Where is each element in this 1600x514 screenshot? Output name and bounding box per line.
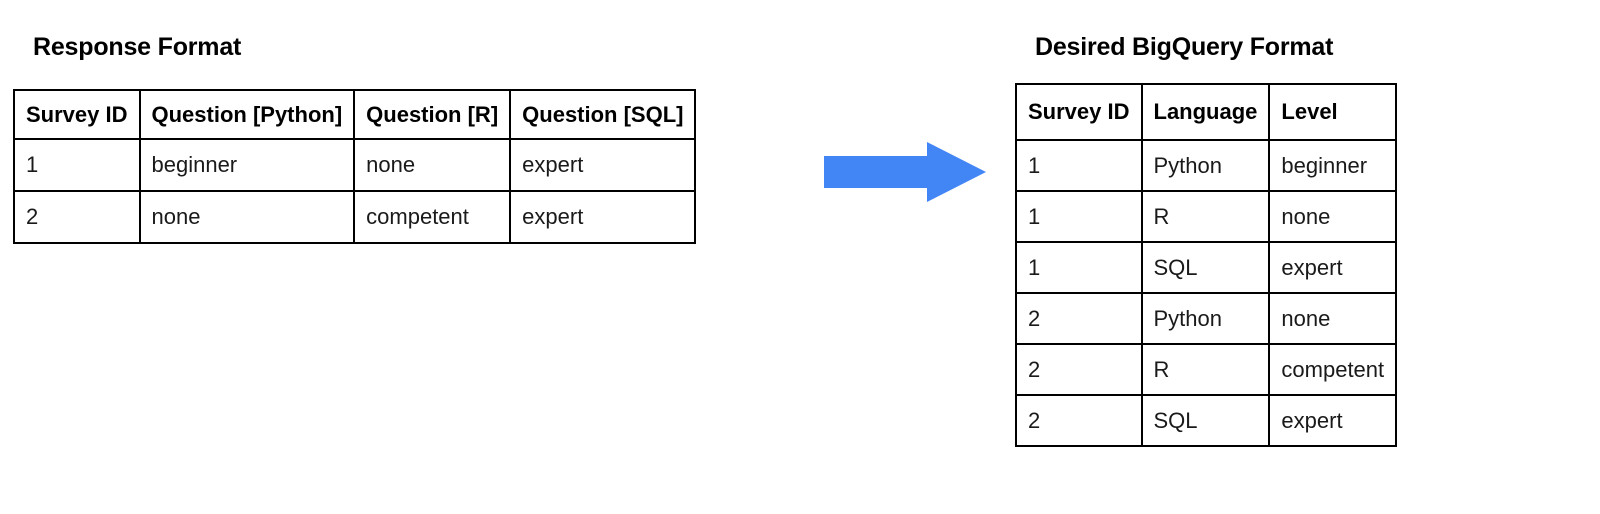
bigquery-table-cell: SQL [1140, 394, 1271, 447]
bigquery-table-cell: expert [1268, 241, 1398, 294]
bigquery-table-column-header: Language [1140, 83, 1271, 141]
response-table-cell: competent [353, 190, 512, 244]
response-table-column-header: Question [Python] [138, 89, 356, 140]
bigquery-table-column-header: Survey ID [1015, 83, 1143, 141]
response-table-cell: beginner [138, 138, 356, 192]
right-arrow-svg [824, 142, 986, 202]
bigquery-table-cell: R [1140, 343, 1271, 396]
response-table-column-header: Question [SQL] [509, 89, 697, 140]
bigquery-table-cell: 2 [1015, 292, 1143, 345]
right-arrow-shape [824, 142, 986, 202]
bigquery-table-cell: 1 [1015, 190, 1143, 243]
response-table-cell: 2 [13, 190, 141, 244]
response-table-cell: expert [509, 138, 697, 192]
response-table-cell: expert [509, 190, 697, 244]
response-table-column-header: Survey ID [13, 89, 141, 140]
bigquery-table-cell: none [1268, 190, 1398, 243]
bigquery-table-cell: 1 [1015, 241, 1143, 294]
response-format-title: Response Format [33, 33, 242, 61]
response-table-column-header: Question [R] [353, 89, 512, 140]
bigquery-table-cell: Python [1140, 292, 1271, 345]
bigquery-table-cell: 2 [1015, 394, 1143, 447]
bigquery-table-cell: Python [1140, 139, 1271, 192]
bigquery-table-cell: SQL [1140, 241, 1271, 294]
bigquery-table-cell: R [1140, 190, 1271, 243]
bigquery-table-cell: 2 [1015, 343, 1143, 396]
bigquery-table-cell: competent [1268, 343, 1398, 396]
bigquery-table-column-header: Level [1268, 83, 1398, 141]
bigquery-table-cell: 1 [1015, 139, 1143, 192]
response-table-cell: 1 [13, 138, 141, 192]
right-arrow-icon [824, 142, 986, 202]
response-table-cell: none [138, 190, 356, 244]
bigquery-table-cell: beginner [1268, 139, 1398, 192]
bigquery-table-cell: expert [1268, 394, 1398, 447]
response-table-cell: none [353, 138, 512, 192]
bigquery-format-title: Desired BigQuery Format [1035, 33, 1334, 61]
bigquery-table-cell: none [1268, 292, 1398, 345]
